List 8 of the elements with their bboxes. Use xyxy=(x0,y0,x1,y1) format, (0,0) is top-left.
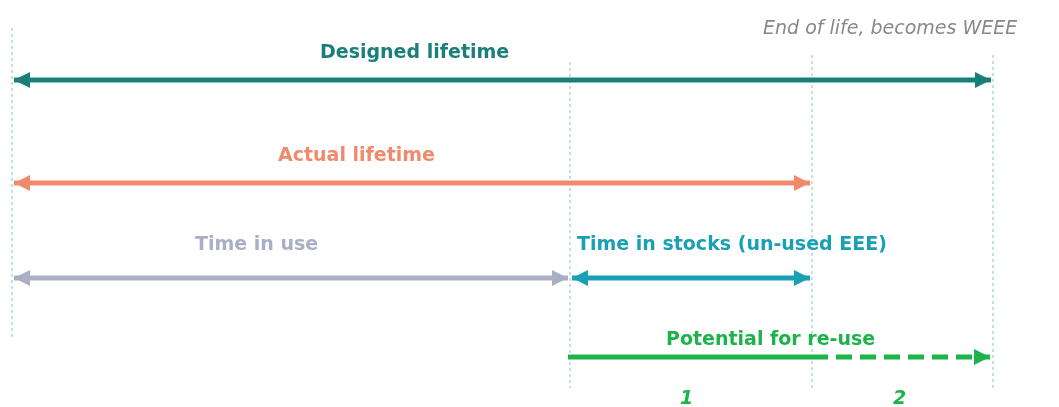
phase-number: 1 xyxy=(680,386,694,407)
phase-number: 2 xyxy=(893,386,907,407)
timeline-label: Time in stocks (un-used EEE) xyxy=(577,232,887,254)
timeline-label: Actual lifetime xyxy=(278,143,435,165)
timeline-label: Designed lifetime xyxy=(320,40,510,62)
timeline-label: Time in use xyxy=(195,232,319,254)
annotation-text: End of life, becomes WEEE xyxy=(763,16,1018,38)
timeline-label: Potential for re-use xyxy=(666,327,876,349)
